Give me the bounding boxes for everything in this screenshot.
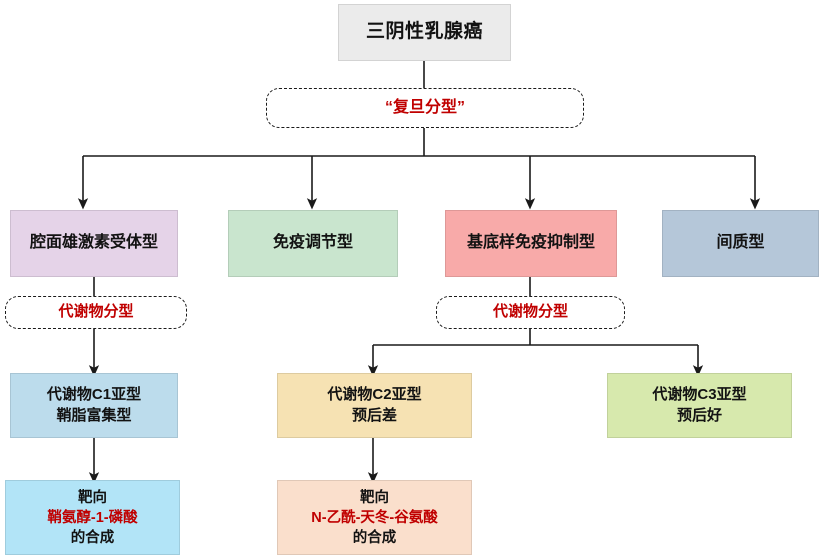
node-fudan-classification: “复旦分型” [266, 88, 584, 128]
subtype-label-2: 基底样免疫抑制型 [466, 234, 595, 252]
target-1-line1: 靶向 [360, 489, 389, 506]
node-target-n-acetyl-aspartyl-glutamate: 靶向 N-乙酰-天冬-谷氨酸 的合成 [277, 480, 472, 555]
metabolite-c3-line2: 预后好 [676, 406, 722, 424]
metabolite-c2-line2: 预后差 [351, 406, 397, 424]
metabolite-c1-line2: 鞘脂富集型 [56, 406, 132, 424]
node-metabolite-classification-left: 代谢物分型 [5, 296, 187, 329]
node-metabolite-classification-right: 代谢物分型 [436, 296, 625, 329]
target-0-line3: 的合成 [70, 529, 115, 546]
node-subtype-immunomodulatory: 免疫调节型 [228, 210, 398, 277]
node-title-label: 三阴性乳腺癌 [365, 21, 483, 43]
metabolite-c3-line1: 代谢物C3亚型 [652, 385, 747, 403]
metabolite-tag-label-1: 代谢物分型 [492, 303, 568, 321]
subtype-label-1: 免疫调节型 [272, 234, 353, 252]
target-0-line1: 靶向 [78, 489, 107, 506]
node-metabolite-subtype-c2: 代谢物C2亚型 预后差 [277, 373, 472, 438]
node-triple-negative-breast-cancer: 三阴性乳腺癌 [338, 4, 511, 61]
subtype-label-3: 间质型 [716, 234, 765, 252]
target-1-line3: 的合成 [352, 529, 397, 546]
subtype-label-0: 腔面雄激素受体型 [29, 234, 158, 252]
metabolite-tag-label-0: 代谢物分型 [58, 303, 134, 321]
node-metabolite-subtype-c1: 代谢物C1亚型 鞘脂富集型 [10, 373, 178, 438]
target-1-compound: N-乙酰-天冬-谷氨酸 [311, 509, 438, 526]
fudan-classification-label: “复旦分型” [384, 98, 465, 116]
node-subtype-mesenchymal-like: 间质型 [662, 210, 819, 277]
node-target-sphingosine-1-phosphate: 靶向 鞘氨醇-1-磷酸 的合成 [5, 480, 180, 555]
target-0-compound: 鞘氨醇-1-磷酸 [47, 509, 138, 526]
metabolite-c2-line1: 代谢物C2亚型 [327, 385, 422, 403]
node-metabolite-subtype-c3: 代谢物C3亚型 预后好 [607, 373, 792, 438]
node-subtype-basal-like-immune-suppressed: 基底样免疫抑制型 [445, 210, 617, 277]
metabolite-c1-line1: 代谢物C1亚型 [46, 385, 142, 403]
node-subtype-luminal-androgen-receptor: 腔面雄激素受体型 [10, 210, 178, 277]
